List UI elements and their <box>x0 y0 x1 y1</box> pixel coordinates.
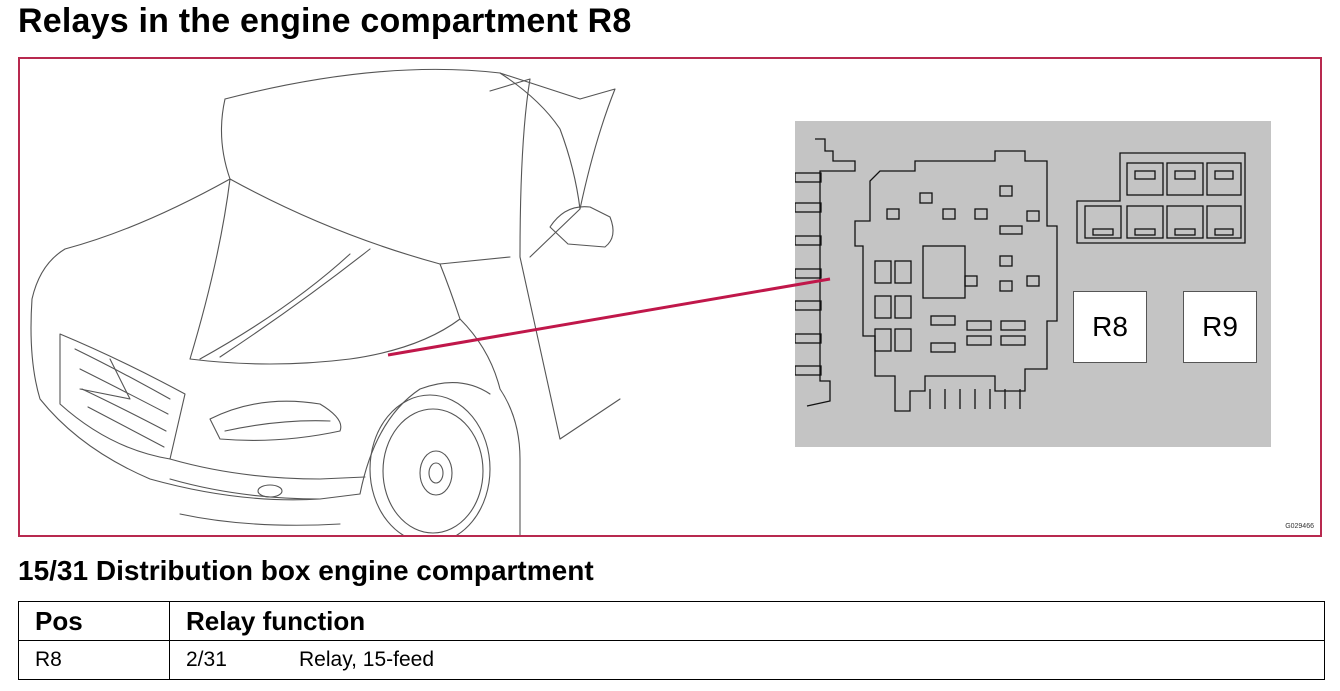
page-title: Relays in the engine compartment R8 <box>18 2 632 40</box>
figure-code: G029466 <box>1285 523 1314 530</box>
car-illustration <box>30 68 621 535</box>
cell-code: 2/31 <box>186 648 227 671</box>
relay-r9-box: R9 <box>1183 291 1257 363</box>
section-title: 15/31 Distribution box engine compartmen… <box>18 555 594 586</box>
header-relay-function: Relay function <box>169 601 1325 641</box>
diagram-frame: R8 R9 G029466 <box>18 57 1322 537</box>
cell-relay-function: 2/31 Relay, 15-feed <box>169 640 1325 680</box>
relay-r8-box: R8 <box>1073 291 1147 363</box>
header-pos: Pos <box>18 601 170 641</box>
distribution-box-panel: R8 R9 <box>794 121 1271 447</box>
distribution-box-outline <box>794 138 1246 412</box>
table-header-row: Pos Relay function <box>18 601 1325 641</box>
relay-table: Pos Relay function R8 2/31 Relay, 15-feed <box>18 601 1325 680</box>
cell-pos: R8 <box>18 640 170 680</box>
cell-function: Relay, 15-feed <box>299 648 435 671</box>
table-row: R8 2/31 Relay, 15-feed <box>18 640 1325 680</box>
